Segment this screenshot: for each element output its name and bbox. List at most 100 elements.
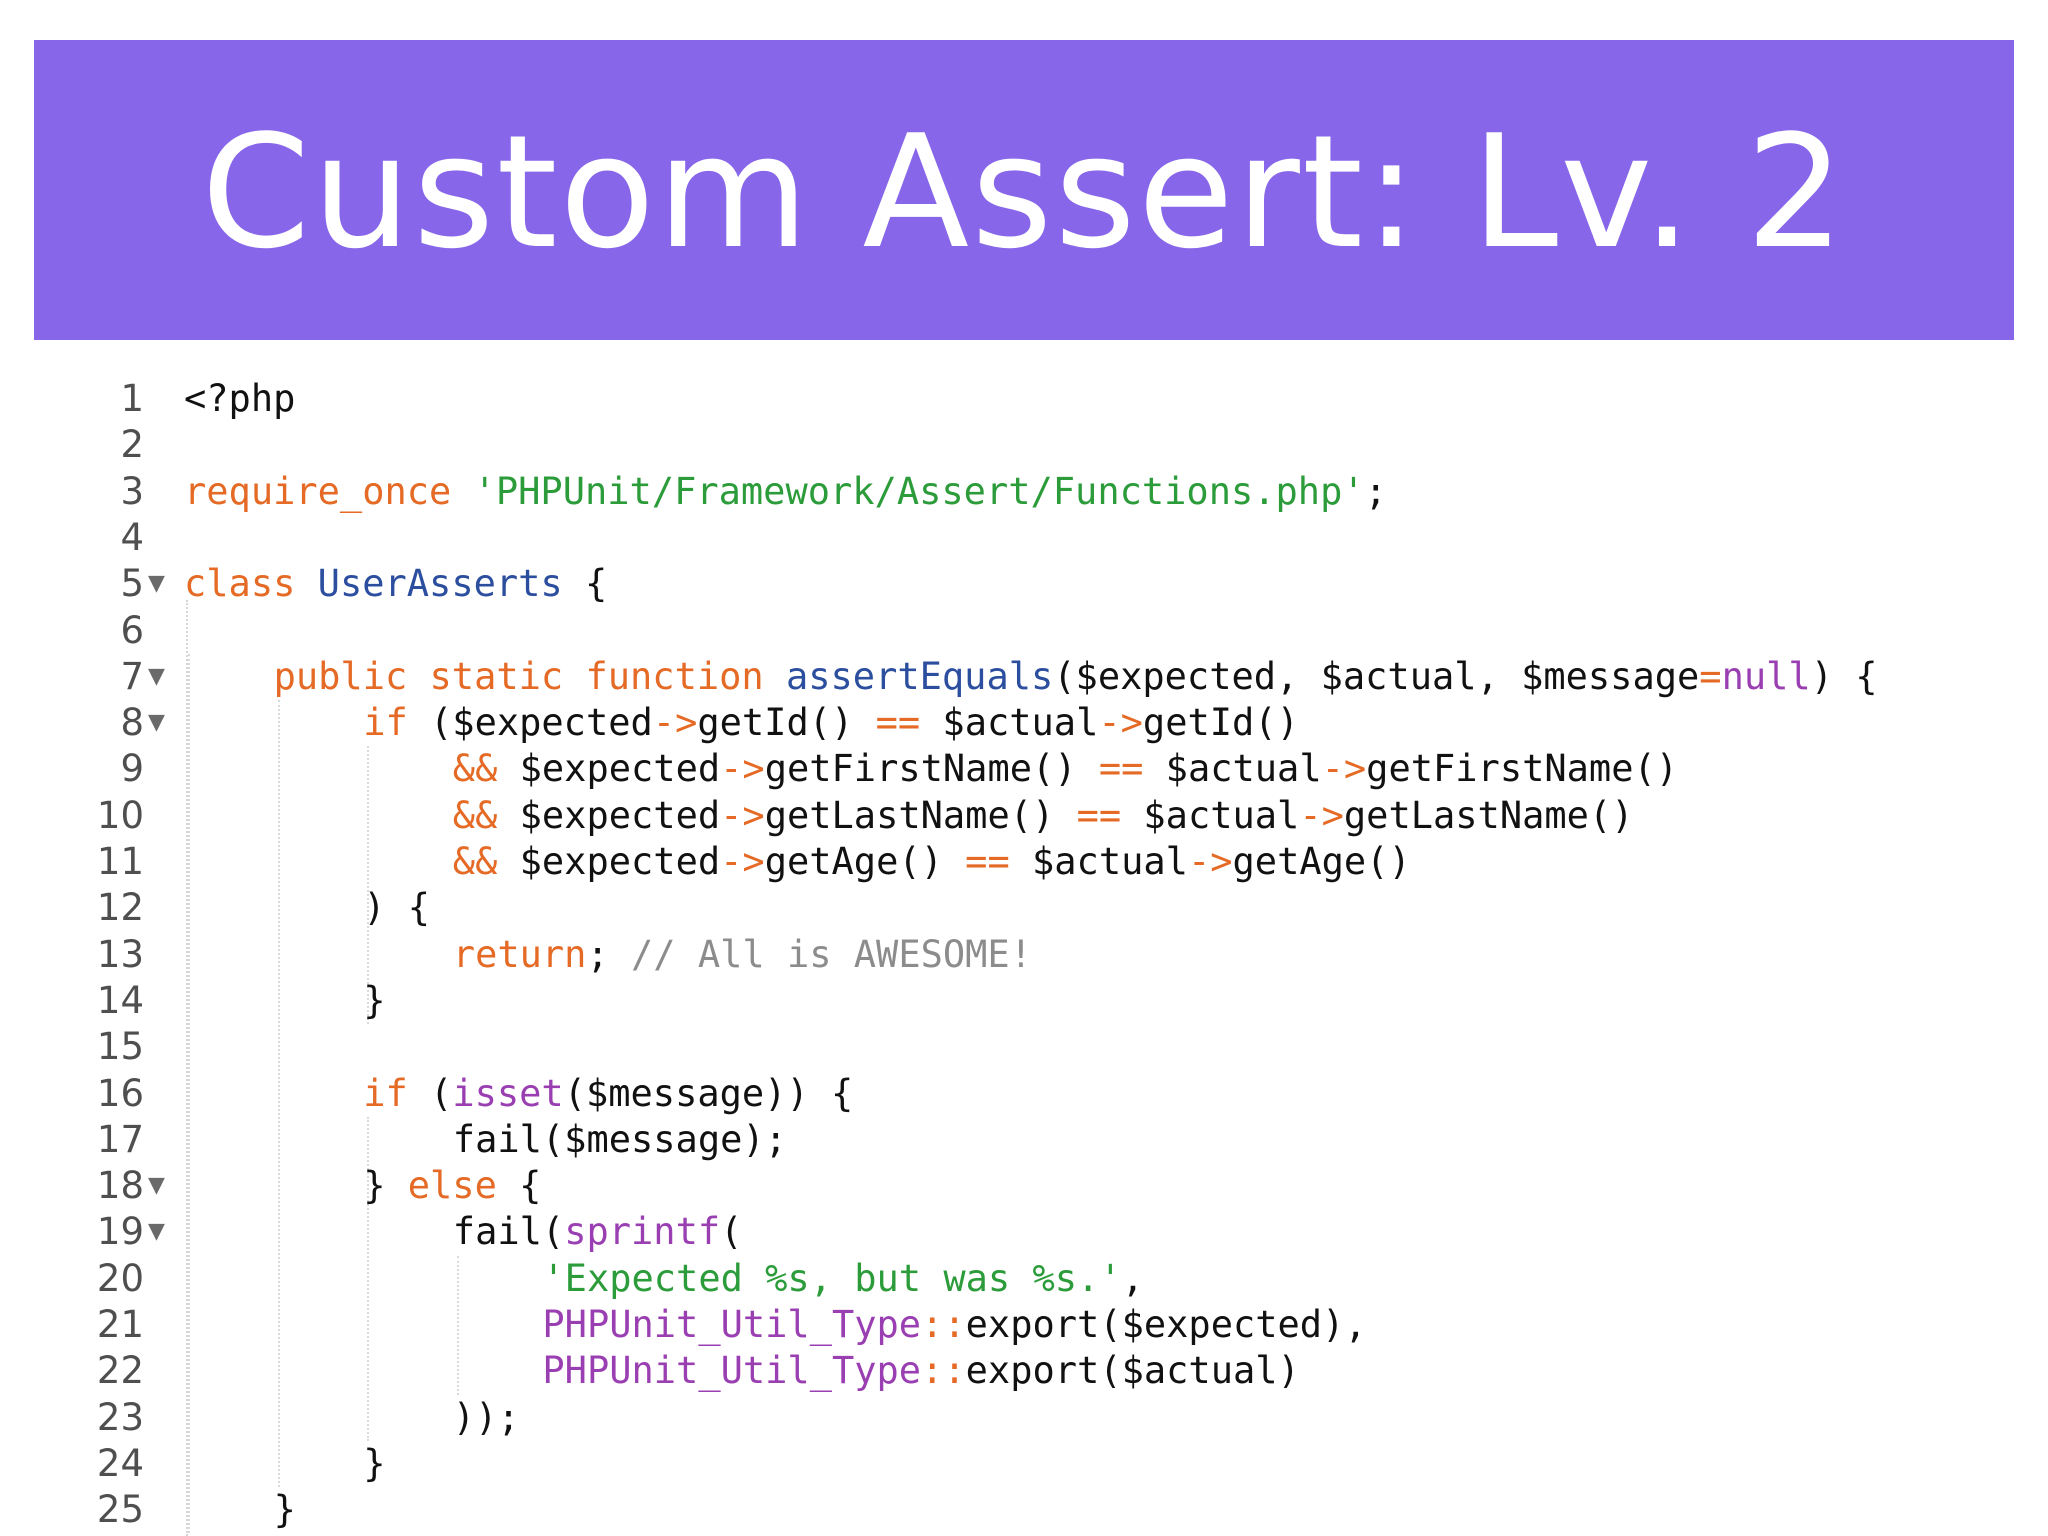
line-number: 17 bbox=[96, 1117, 144, 1161]
code-token: UserAsserts bbox=[317, 562, 563, 606]
line-number: 5 bbox=[120, 562, 144, 606]
line-number: 7 bbox=[120, 654, 144, 698]
code-token: -> bbox=[720, 840, 765, 883]
code-line: 21 PHPUnit_Util_Type::export($expected), bbox=[0, 1302, 2048, 1348]
code-token: static bbox=[429, 654, 564, 698]
code-token: -> bbox=[1098, 701, 1143, 745]
code-token: else bbox=[407, 1164, 497, 1208]
code-token: ) { bbox=[1810, 654, 1878, 698]
code-token: } bbox=[363, 1441, 386, 1485]
line-number: 18 bbox=[96, 1164, 144, 1208]
code-token: 'Expected %s, but was %s.' bbox=[542, 1256, 1122, 1300]
line-number: 2 bbox=[120, 423, 144, 467]
line-number: 22 bbox=[96, 1349, 144, 1393]
code-token: ; bbox=[1364, 469, 1387, 513]
line-number: 11 bbox=[96, 840, 144, 883]
code-token: } bbox=[363, 1164, 408, 1208]
code-text: )); bbox=[453, 1395, 520, 1441]
fold-arrow-icon[interactable]: ▼ bbox=[148, 663, 165, 689]
code-token: if bbox=[363, 701, 408, 745]
code-token: ) { bbox=[363, 886, 431, 930]
line-number: 20 bbox=[96, 1256, 144, 1300]
code-line: 5▼ class UserAsserts { bbox=[0, 561, 2048, 607]
code-text: } else { bbox=[363, 1163, 541, 1209]
code-token: $actual bbox=[1143, 747, 1322, 791]
code-text: class UserAsserts { bbox=[184, 561, 607, 607]
line-number: 24 bbox=[96, 1441, 144, 1485]
code-token: -> bbox=[1299, 793, 1344, 837]
code-token: :: bbox=[921, 1349, 966, 1393]
code-token: $actual bbox=[1121, 793, 1300, 837]
code-token: = bbox=[1699, 654, 1722, 698]
code-token: :: bbox=[921, 1303, 966, 1346]
code-line: 14} bbox=[0, 978, 2048, 1024]
code-token: && bbox=[452, 793, 498, 837]
code-token: PHPUnit_Util_Type bbox=[542, 1303, 922, 1346]
fold-arrow-icon[interactable]: ▼ bbox=[148, 710, 165, 736]
line-number: 21 bbox=[96, 1303, 144, 1346]
code-text: ) { bbox=[363, 885, 430, 931]
code-token: $expected bbox=[497, 840, 721, 883]
code-token: null bbox=[1721, 654, 1811, 698]
code-text: if (isset($message)) { bbox=[363, 1071, 853, 1117]
code-text: require_once 'PHPUnit/Framework/Assert/F… bbox=[184, 469, 1387, 515]
code-token: getAge() bbox=[764, 840, 966, 883]
code-line: 19▼fail(sprintf( bbox=[0, 1209, 2048, 1255]
code-text: } bbox=[363, 978, 385, 1024]
code-line: 11 && $expected->getAge() == $actual->get… bbox=[0, 839, 2048, 885]
code-token: getAge() bbox=[1232, 840, 1411, 883]
fold-arrow-icon[interactable]: ▼ bbox=[148, 1219, 165, 1245]
line-number: 6 bbox=[120, 608, 144, 652]
code-token: { bbox=[562, 562, 608, 606]
line-number: 8 bbox=[120, 701, 144, 745]
code-line: 20'Expected %s, but was %s.', bbox=[0, 1256, 2048, 1302]
code-text: && $expected->getAge() == $actual->getAg… bbox=[453, 839, 1411, 885]
code-token: ($expected, $actual, $message bbox=[1053, 654, 1700, 698]
code-token: isset bbox=[452, 1071, 564, 1115]
fold-arrow-icon[interactable]: ▼ bbox=[148, 1173, 165, 1199]
line-number: 10 bbox=[96, 793, 144, 837]
code-text: } bbox=[274, 1487, 296, 1533]
code-text: public static function assertEquals($exp… bbox=[274, 654, 1878, 700]
code-line: 4 bbox=[0, 515, 2048, 561]
code-line: 2 bbox=[0, 422, 2048, 468]
code-line: 6 bbox=[0, 608, 2048, 654]
code-line: 24} bbox=[0, 1441, 2048, 1487]
code-text: return; // All is AWESOME! bbox=[453, 932, 1032, 978]
line-number: 15 bbox=[96, 1025, 144, 1069]
code-text: <?php bbox=[184, 376, 295, 422]
line-number: 12 bbox=[96, 886, 144, 930]
code-token: if bbox=[363, 1071, 408, 1115]
code-token: { bbox=[496, 1164, 542, 1208]
code-token: ($message)) { bbox=[563, 1071, 854, 1115]
code-token: require_once bbox=[184, 469, 452, 513]
code-text: && $expected->getLastName() == $actual->… bbox=[453, 793, 1634, 839]
code-line: 12 ) { bbox=[0, 885, 2048, 931]
code-token: -> bbox=[1321, 747, 1367, 791]
code-line: 8▼if ($expected->getId() == $actual->get… bbox=[0, 700, 2048, 746]
code-token: == bbox=[1076, 793, 1122, 837]
code-token: $expected bbox=[497, 793, 721, 837]
code-token: == bbox=[875, 701, 921, 745]
code-token: 'PHPUnit/Framework/Assert/Functions.php' bbox=[473, 469, 1365, 513]
fold-arrow-icon[interactable]: ▼ bbox=[148, 571, 165, 597]
code-token: -> bbox=[1187, 840, 1233, 883]
gutter-divider bbox=[186, 600, 188, 1536]
code-text: && $expected->getFirstName() == $actual-… bbox=[453, 746, 1678, 792]
code-token bbox=[451, 470, 473, 513]
code-text: } bbox=[363, 1441, 385, 1487]
code-line: 15 bbox=[0, 1024, 2048, 1070]
code-line: 7▼ public static function assertEquals($e… bbox=[0, 654, 2048, 700]
code-text: PHPUnit_Util_Type::export($expected), bbox=[542, 1302, 1366, 1348]
code-token: getFirstName() bbox=[764, 747, 1099, 791]
code-token bbox=[295, 562, 317, 605]
code-token: $actual bbox=[1009, 840, 1188, 883]
code-token: public bbox=[273, 654, 408, 698]
slide-title: Custom Assert: Lv. 2 bbox=[201, 101, 1847, 283]
code-text: fail($message); bbox=[453, 1117, 787, 1163]
code-token: == bbox=[1098, 747, 1144, 791]
